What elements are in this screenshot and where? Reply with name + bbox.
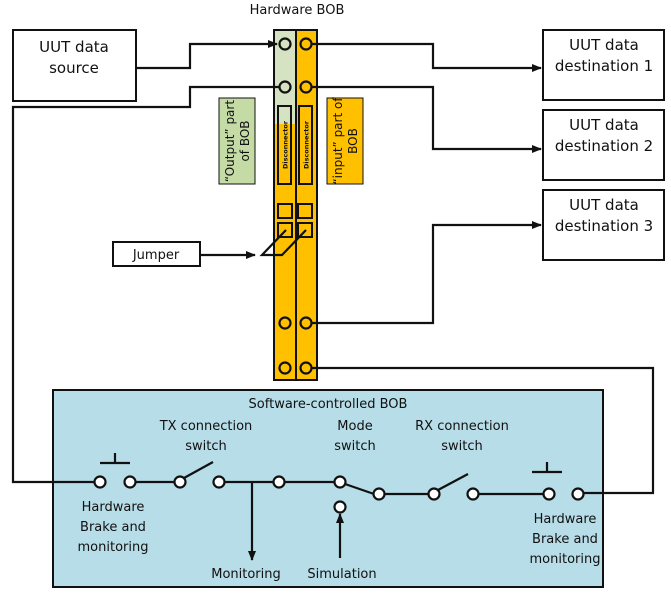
monitoring-label: Monitoring [211,567,281,582]
output-disconnector [277,105,292,185]
uut-destination-1-line2: destination 1 [555,57,653,75]
uut-destination-3-line2: destination 3 [555,217,653,235]
jumper-label-box [112,241,201,267]
uut-destination-3-box [542,189,665,261]
input-disconnector-label: Disconnector [303,120,311,169]
source-to-bob-wire [136,40,278,70]
brake-left-node-b [123,475,137,489]
output-part-label-line2: of BOB [238,120,252,161]
output-strip-top [274,30,296,124]
mode-switch-throw-node [372,487,386,501]
rx-switch-node-a [427,487,441,501]
jumper-label: Jumper [132,248,180,263]
rx-switch-label-line2: switch [441,439,483,454]
jumper-socket [277,203,293,219]
software-bob-title: Software-controlled BOB [249,397,408,412]
tx-switch-label-line1: TX connection [159,419,253,434]
mode-switch-blade [344,482,375,496]
uut-source-line1: UUT data [39,38,109,56]
rx-switch-node-b [466,487,480,501]
bob-to-destination-1-wire [311,42,542,72]
jumper-socket [297,222,313,238]
brake-right-label-line1: Hardware [534,512,597,527]
output-pin-3 [278,316,292,330]
jumper-socket [297,203,313,219]
output-pin-4 [278,361,292,375]
junction-node [272,475,286,489]
uut-destination-2-box [542,109,665,181]
rx-switch-label-line1: RX connection [415,419,509,434]
brake-left-node-a [93,475,107,489]
output-part-label-line1: “Output” part [223,100,237,182]
software-bob-to-input-wire [311,366,655,495]
input-disconnector [298,105,313,185]
mode-switch-label-line1: Mode [337,419,372,434]
uut-source-box [12,29,137,102]
input-part-label-line2: BOB [346,128,360,154]
uut-destination-1-line1: UUT data [569,36,639,54]
jumper-wire [259,229,307,257]
simulation-label: Simulation [307,567,376,582]
brake-left-label-line1: Hardware [82,500,145,515]
output-part-label-box [218,97,256,185]
brake-right-label-line3: monitoring [530,552,601,567]
output-pin-1 [278,37,292,51]
tx-switch-node-b [212,475,226,489]
hardware-bob-title: Hardware BOB [250,3,345,18]
uut-destination-1-box [542,29,665,101]
tx-switch-blade [183,461,214,479]
bob-output-to-software-bob-wire [11,85,279,484]
mode-switch-simulation-node [333,500,347,514]
brake-right-label-line2: Brake and [532,532,598,547]
uut-destination-2-line1: UUT data [569,116,639,134]
jumper-socket [277,222,293,238]
uut-destination-3-line1: UUT data [569,196,639,214]
brake-left-label-line3: monitoring [78,540,149,555]
hardware-bob: Disconnector Disconnector [259,29,318,381]
uut-source-line2: source [49,59,99,77]
output-disconnector-label: Disconnector [282,120,290,169]
brake-right-node-b [571,487,585,501]
output-pin-2 [278,80,292,94]
software-bob-circuit [93,453,585,561]
mode-switch-common-node [333,475,347,489]
input-part-label-box [326,97,364,185]
uut-destination-2-line2: destination 2 [555,137,653,155]
rx-switch-blade [437,473,469,491]
tx-switch-node-a [173,475,187,489]
brake-right-node-a [542,487,556,501]
input-part-label-line1: “input” part of [331,97,345,185]
brake-left-label-line2: Brake and [80,520,146,535]
bob-to-destination-2-wire [311,85,542,153]
bob-to-destination-3-wire [311,221,542,325]
software-bob-panel [52,389,604,588]
tx-switch-label-line2: switch [185,439,227,454]
mode-switch-label-line2: switch [334,439,376,454]
